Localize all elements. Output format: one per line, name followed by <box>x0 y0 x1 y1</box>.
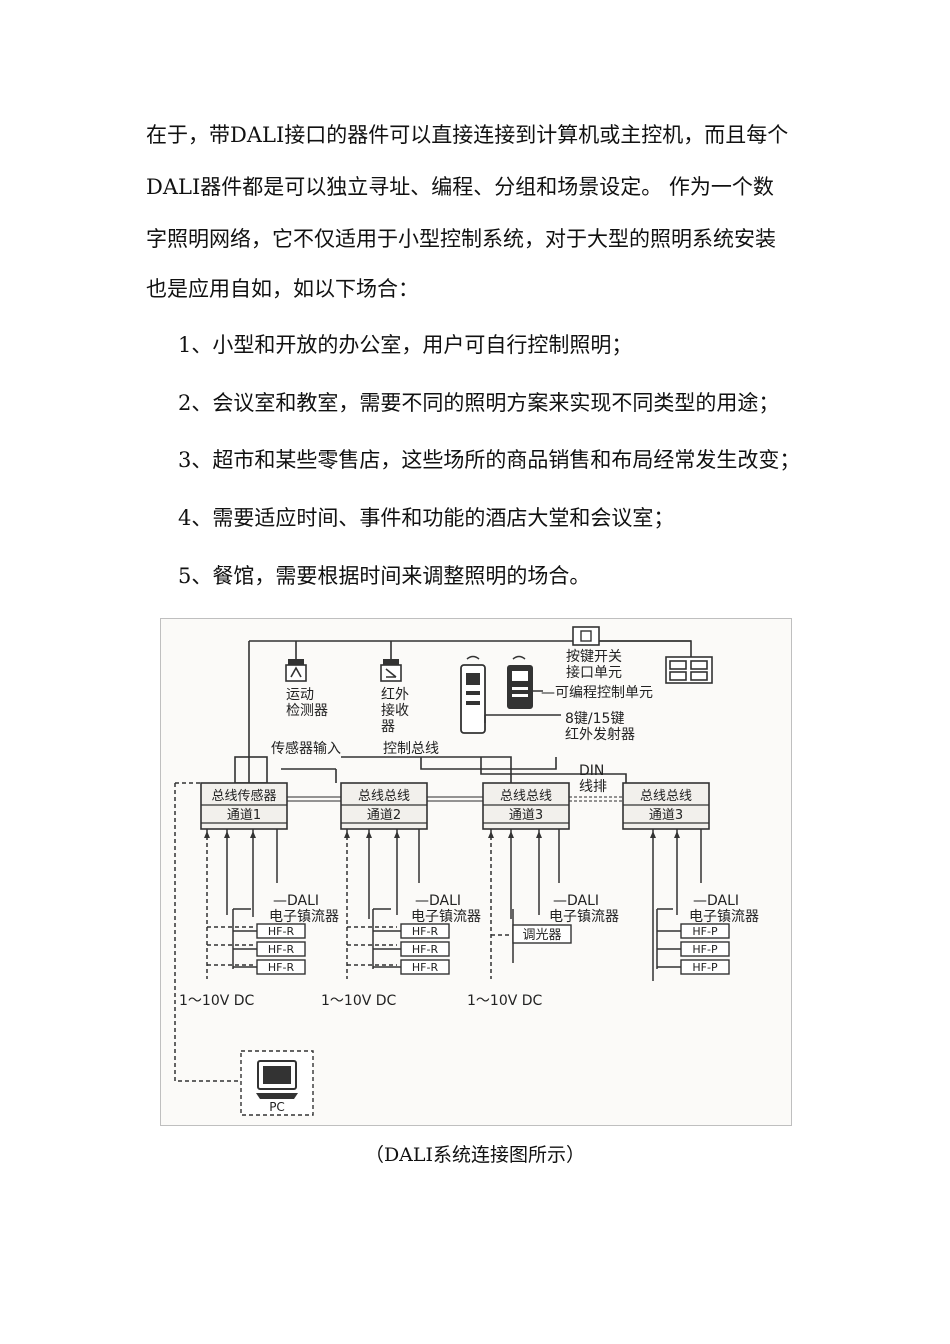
figure-caption: （DALI系统连接图所示） <box>364 1144 586 1166</box>
motion-label-2: 检测器 <box>286 703 328 719</box>
ir-receiver-label-1: 红外 <box>381 687 409 703</box>
programmable-unit-label: —可编程控制单元 <box>541 685 653 701</box>
list-item-3: 3、超市和某些零售店，这些场所的商品销售和布局经常发生改变； <box>178 448 801 472</box>
dali-label-2: —DALI <box>415 893 461 909</box>
hf-p-box <box>680 941 730 957</box>
list-item-5: 5、餐馆，需要根据时间来调整照明的场合。 <box>178 564 591 588</box>
dali-diagram-figure: 运动 检测器 红外 接收 器 按键开关 接口单元 —可编程控制单元 8键/15键… <box>160 618 792 1126</box>
ir-receiver-label-2: 接收 <box>381 702 409 719</box>
button-switch-box <box>572 626 600 646</box>
module-2: 总线总线 通道2 <box>340 782 428 830</box>
dali-label-1: —DALI <box>273 893 319 909</box>
hf-r-label: HF-R <box>412 943 439 956</box>
module-3-channel: 通道3 <box>509 808 543 823</box>
module-4: 总线总线 通道3 <box>622 782 710 830</box>
hf-r-label: HF-R <box>268 943 295 956</box>
hf-p-label: HF-P <box>692 925 718 938</box>
hf-r-label: HF-R <box>268 961 295 974</box>
module-4-channel: 通道3 <box>649 808 683 823</box>
hf-p-box <box>680 959 730 975</box>
dali-diagram: 运动 检测器 红外 接收 器 按键开关 接口单元 —可编程控制单元 8键/15键… <box>174 626 759 1116</box>
dali-label-4: —DALI <box>693 893 739 909</box>
hf-p-label: HF-P <box>692 961 718 974</box>
interface-unit-label: 接口单元 <box>566 664 622 681</box>
body-text-line-2: DALI器件都是可以独立寻址、编程、分组和场景设定。 作为一个数 <box>146 175 774 199</box>
list-item-2: 2、会议室和教室，需要不同的照明方案来实现不同类型的用途； <box>178 391 780 415</box>
ir-transmitter-label-1: 8键/15键 <box>565 711 624 727</box>
dimmer-box <box>512 924 572 944</box>
dimmer-label: 调光器 <box>522 928 561 943</box>
hf-p-label: HF-P <box>692 943 718 956</box>
hf-r-box <box>256 941 306 957</box>
hf-r-box <box>256 959 306 975</box>
module-2-channel: 通道2 <box>367 808 401 823</box>
ballast-label-1: 电子镇流器 <box>269 909 339 925</box>
hf-r-box <box>256 923 306 939</box>
hf-r-label: HF-R <box>412 961 439 974</box>
body-text-line-1: 在于，带DALI接口的器件可以直接连接到计算机或主控机，而且每个 <box>146 123 789 147</box>
programmable-unit-icon <box>507 655 533 709</box>
sensor-input-label: 传感器输入 <box>271 740 341 757</box>
body-text-line-3: 字照明网络，它不仅适用于小型控制系统，对于大型的照明系统安装 <box>146 227 776 251</box>
module-1-channel: 通道1 <box>227 808 261 823</box>
hf-r-box <box>400 923 450 939</box>
hf-r-box <box>400 959 450 975</box>
list-item-1: 1、小型和开放的办公室，用户可自行控制照明； <box>178 333 633 357</box>
body-text-line-4: 也是应用自如，如以下场合： <box>146 277 419 301</box>
dc-label-2: 1～10V DC <box>321 993 397 1009</box>
motion-detector-icon <box>285 659 307 682</box>
ir-remote-icon <box>460 655 486 734</box>
top-bus-wire <box>249 640 692 657</box>
ballast-label-2: 电子镇流器 <box>411 909 481 925</box>
dc-label-3: 1～10V DC <box>467 993 543 1009</box>
list-item-4: 4、需要适应时间、事件和功能的酒店大堂和会议室； <box>178 506 675 530</box>
motion-label-1: 运动 <box>286 687 314 703</box>
din-label-1: DIN <box>579 763 604 779</box>
module-3-title: 总线总线 <box>500 789 552 804</box>
module-1-title: 总线传感器 <box>211 788 276 804</box>
pc-label: PC <box>269 1100 285 1114</box>
ballast-label-3: 电子镇流器 <box>549 909 619 925</box>
module-3: 总线总线 通道3 <box>482 782 570 830</box>
sensor-input-box <box>234 756 268 784</box>
hf-p-box <box>680 923 730 939</box>
hf-r-label: HF-R <box>412 925 439 938</box>
hf-r-box <box>400 941 450 957</box>
ballast-label-4: 电子镇流器 <box>689 909 759 925</box>
hf-r-label: HF-R <box>268 925 295 938</box>
din-label-2: 线排 <box>579 779 607 795</box>
dc-label-1: 1～10V DC <box>179 993 255 1009</box>
button-switch-label: 按键开关 <box>566 649 622 665</box>
pc-icon: PC <box>240 1050 314 1116</box>
control-bus-label: 控制总线 <box>383 741 439 757</box>
module-4-title: 总线总线 <box>640 789 692 804</box>
module-1: 总线传感器 通道1 <box>200 782 288 830</box>
ir-receiver-icon <box>380 659 402 682</box>
control-panel-icon <box>665 656 713 684</box>
ir-transmitter-label-2: 红外发射器 <box>565 727 635 743</box>
dali-label-3: —DALI <box>553 893 599 909</box>
module-2-title: 总线总线 <box>358 789 410 804</box>
ir-receiver-label-3: 器 <box>381 719 395 735</box>
